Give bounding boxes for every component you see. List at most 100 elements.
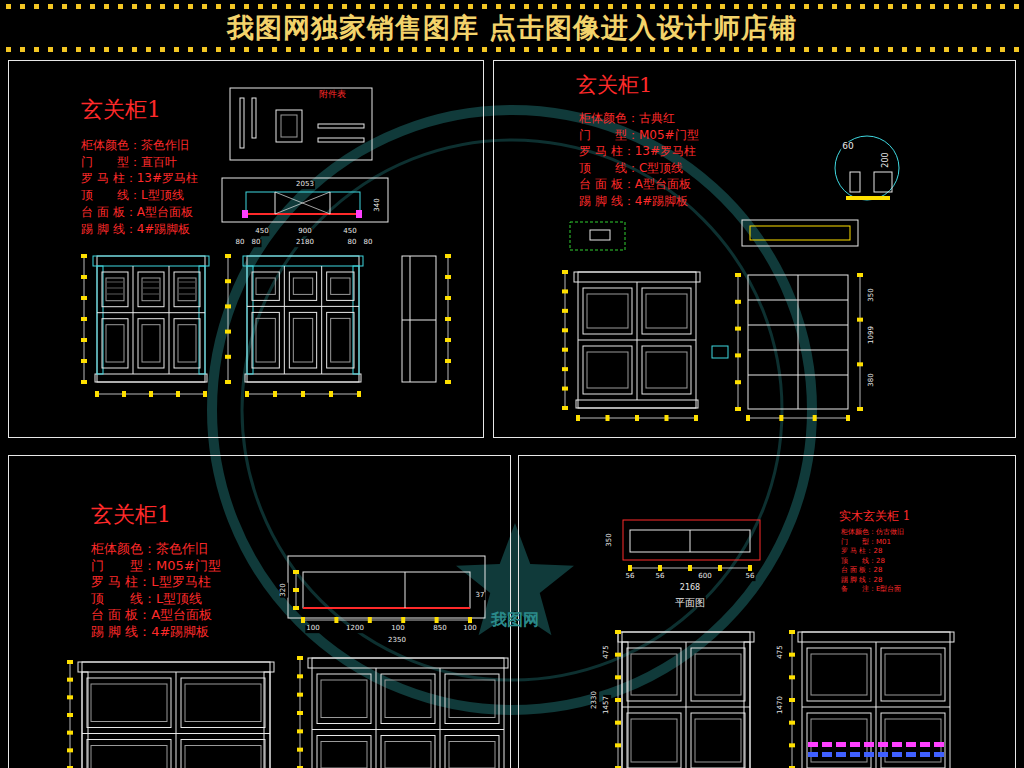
dimension-tick bbox=[468, 617, 472, 623]
plan-inner bbox=[750, 226, 850, 240]
dimension-line bbox=[303, 620, 470, 621]
door-panel bbox=[445, 674, 499, 724]
profile-detail bbox=[590, 230, 610, 240]
dimension-tick bbox=[789, 653, 795, 657]
shoe-symbol bbox=[822, 752, 832, 757]
spec-line: 门 型：M05#门型 bbox=[91, 559, 221, 574]
division-line bbox=[321, 266, 322, 374]
header-dot bbox=[706, 4, 711, 9]
header-dot bbox=[132, 4, 137, 9]
louver-line bbox=[179, 294, 195, 295]
header-dot bbox=[804, 4, 809, 9]
dimension-value: 56 bbox=[745, 573, 756, 581]
spec-line: 罗 马 柱：13#罗马柱 bbox=[81, 172, 198, 186]
dimension-tick bbox=[615, 630, 621, 634]
header-dot bbox=[286, 4, 291, 9]
counter-line bbox=[312, 729, 504, 730]
plan-outline bbox=[222, 178, 388, 222]
header-dot bbox=[846, 4, 851, 9]
dimension-tick bbox=[67, 695, 73, 699]
door-inlay bbox=[321, 742, 367, 768]
door-inlay bbox=[385, 680, 431, 718]
cabinet-outline bbox=[802, 632, 950, 768]
shoe-symbol bbox=[920, 742, 930, 747]
header-dot bbox=[832, 47, 837, 52]
dimension-tick bbox=[81, 317, 87, 321]
dimension-tick bbox=[245, 391, 249, 397]
door-panel bbox=[642, 346, 691, 394]
cad-line bbox=[748, 300, 848, 301]
dimension-tick bbox=[789, 743, 795, 747]
kickboard bbox=[576, 400, 698, 408]
door-panel bbox=[627, 648, 681, 701]
header-dot bbox=[384, 47, 389, 52]
door-panel bbox=[252, 312, 279, 368]
header-dot bbox=[328, 4, 333, 9]
header-dot bbox=[160, 47, 165, 52]
dimension-tick bbox=[735, 353, 741, 357]
door-inlay bbox=[293, 318, 312, 362]
header-dot bbox=[244, 4, 249, 9]
door-panel bbox=[327, 312, 354, 368]
header-dot bbox=[356, 47, 361, 52]
door-inlay bbox=[646, 294, 687, 328]
door-inlay bbox=[142, 325, 160, 362]
dimension-tick bbox=[293, 588, 299, 592]
dimension-tick bbox=[301, 391, 305, 397]
detail-circle bbox=[835, 136, 899, 200]
dimension-tick bbox=[445, 275, 451, 279]
spec-line: 门 型：直百叶 bbox=[81, 156, 177, 170]
spec-line: 台 面 板：A型台面板 bbox=[579, 178, 691, 192]
door-inlay bbox=[811, 654, 867, 695]
top-cornice bbox=[574, 272, 700, 282]
door-panel bbox=[807, 648, 871, 701]
spec-line: 顶 线：L型顶线 bbox=[91, 592, 202, 607]
dimension-tick bbox=[81, 359, 87, 363]
dimension-tick bbox=[67, 766, 73, 768]
dimension-value: 2053 bbox=[295, 181, 315, 189]
louver-line bbox=[179, 282, 195, 283]
header-dot bbox=[454, 47, 459, 52]
header-dot bbox=[748, 4, 753, 9]
header-dot bbox=[594, 47, 599, 52]
shoe-symbol bbox=[934, 752, 944, 757]
division-line bbox=[133, 266, 134, 374]
spec-line: 顶 线：L型顶线 bbox=[81, 189, 184, 203]
header-dot bbox=[230, 4, 235, 9]
shoe-symbol bbox=[906, 742, 916, 747]
plan-inner bbox=[630, 530, 750, 552]
header-dot bbox=[790, 4, 795, 9]
shoe-symbol bbox=[934, 742, 944, 747]
dimension-tick bbox=[293, 570, 299, 574]
top-cornice bbox=[93, 256, 209, 266]
header-dot bbox=[398, 4, 403, 9]
division-line bbox=[686, 642, 687, 768]
dimension-value: 80 bbox=[347, 239, 358, 247]
dimension-tick bbox=[225, 279, 231, 283]
door-inlay bbox=[106, 325, 124, 362]
cad-line bbox=[405, 572, 406, 608]
dimension-tick bbox=[357, 391, 361, 397]
door-panel bbox=[102, 319, 128, 368]
dimension-tick bbox=[297, 729, 303, 733]
door-inlay bbox=[695, 719, 741, 762]
spec-line: 台 面 板：A型台面板 bbox=[91, 608, 212, 623]
header-dot bbox=[34, 4, 39, 9]
door-panel bbox=[327, 272, 354, 300]
header-dot bbox=[510, 4, 515, 9]
door-panel bbox=[174, 319, 200, 368]
header-dot bbox=[258, 4, 263, 9]
watermark-text: 我图网 bbox=[490, 611, 540, 629]
dimension-value: 450 bbox=[342, 228, 357, 236]
dimension-tick bbox=[789, 630, 795, 634]
spec-line: 罗 马 柱：L型罗马柱 bbox=[91, 575, 211, 590]
cad-line bbox=[410, 256, 411, 382]
spec-line: 柜体颜色：茶色作旧 bbox=[81, 139, 189, 153]
header-dot bbox=[524, 47, 529, 52]
spec-line: 踢 脚 线：4#踢脚板 bbox=[579, 195, 688, 209]
dimension-tick bbox=[445, 317, 451, 321]
louver-line bbox=[143, 288, 159, 289]
dimension-tick bbox=[297, 711, 303, 715]
dimension-tick bbox=[562, 289, 568, 293]
attachment-table bbox=[230, 88, 372, 160]
